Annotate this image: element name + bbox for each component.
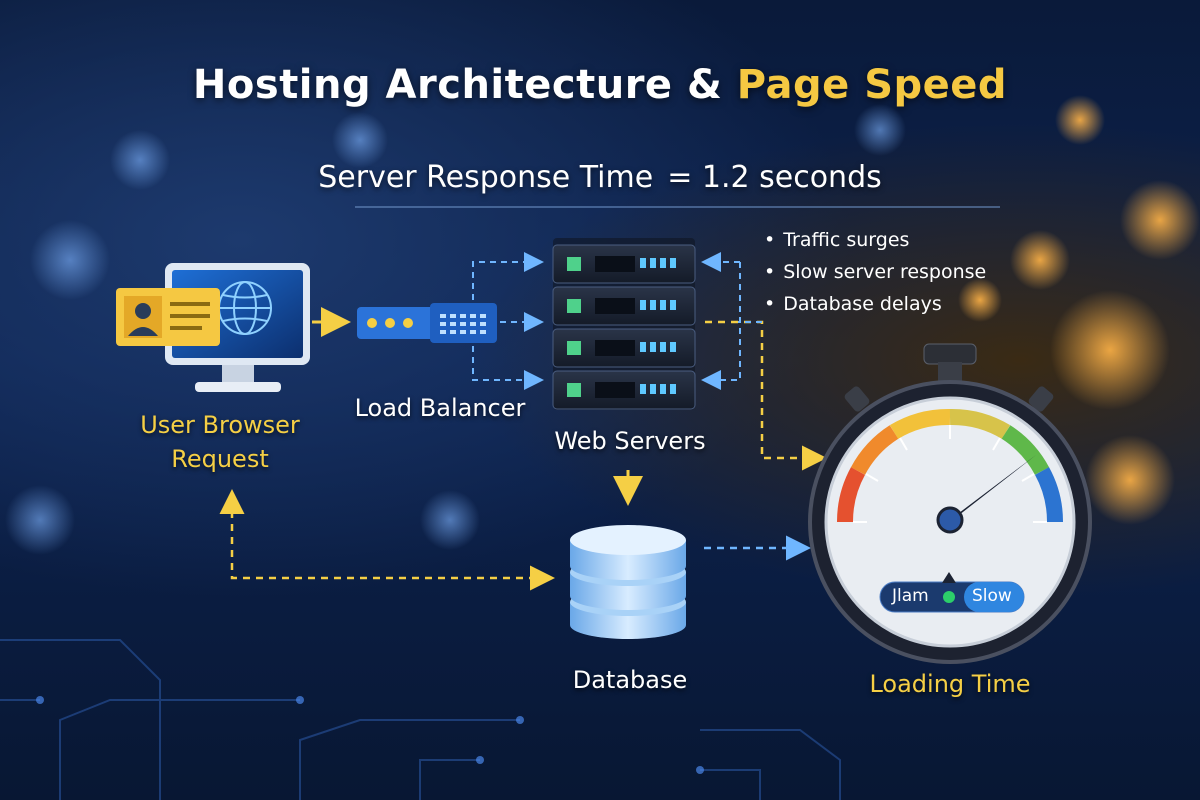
arrow-user-to-db <box>230 498 555 591</box>
issue-list: Traffic surges Slow server response Data… <box>764 224 986 320</box>
database-label: Database <box>572 666 688 694</box>
gauge-ticks <box>853 425 1047 523</box>
user-browser-label: User Browser Request <box>140 411 300 473</box>
server-rack-icon <box>552 238 696 410</box>
web-servers-label: Web Servers <box>554 427 706 455</box>
title-accent: Page Speed <box>736 62 1008 108</box>
user-card-icon <box>116 288 220 346</box>
title-main: Hosting Architecture & <box>192 62 723 108</box>
arrow-servers-to-timer <box>705 320 827 471</box>
diagram-title: Hosting Architecture & Page Speed <box>0 62 1200 108</box>
metric-label: Server Response Time <box>318 160 654 195</box>
response-time-metric: Server Response Time = 1.2 seconds <box>0 160 1200 195</box>
loading-time-label: Loading Time <box>869 670 1031 698</box>
metric-value: 1.2 seconds <box>701 160 882 195</box>
circuit-traces <box>0 639 841 800</box>
gauge-needle <box>936 455 1036 534</box>
speedometer-icon <box>836 409 1064 523</box>
gauge-slow-label: Slow <box>972 586 1012 606</box>
background-lights <box>5 95 1200 555</box>
metric-operator: = <box>667 160 693 195</box>
gauge-status-pill <box>879 572 1025 613</box>
issue-item: Database delays <box>764 288 986 320</box>
issue-item: Slow server response <box>764 256 986 288</box>
gauge-fast-label: Jlam <box>892 586 929 606</box>
load-balancer-label: Load Balancer <box>354 394 526 422</box>
database-icon <box>570 525 686 639</box>
issue-item: Traffic surges <box>764 224 986 256</box>
circuit-nodes <box>36 696 704 774</box>
lb-server-connectors <box>472 252 741 390</box>
load-balancer-icon <box>357 303 497 343</box>
